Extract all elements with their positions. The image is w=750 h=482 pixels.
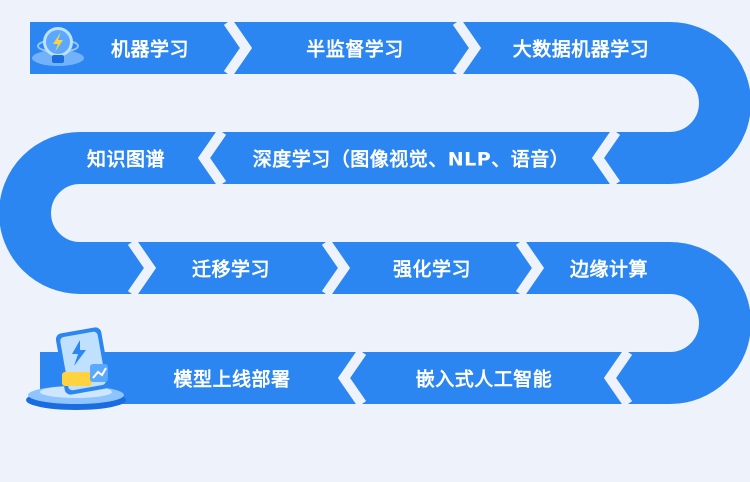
chevron-separator	[591, 129, 621, 187]
step-label-deep-learning: 深度学习（图像视觉、NLP、语音）	[252, 148, 570, 171]
step-label-edge-computing: 边缘计算	[569, 258, 649, 281]
chevron-separator	[197, 129, 227, 187]
step-label-transfer-learning: 迁移学习	[191, 258, 271, 281]
lightbulb-lightning-icon	[32, 27, 84, 66]
step-label-machine-learning: 机器学习	[110, 38, 190, 61]
step-label-knowledge-graph: 知识图谱	[86, 148, 166, 171]
chevron-separator	[321, 239, 351, 297]
step-label-semi-supervised: 半监督学习	[306, 38, 404, 61]
step-label-embedded-ai: 嵌入式人工智能	[415, 368, 553, 391]
step-label-reinforcement: 强化学习	[392, 258, 472, 281]
chevron-separator	[337, 349, 367, 407]
chevron-separator	[452, 19, 482, 77]
chevron-separator	[603, 349, 633, 407]
serpentine-road	[0, 22, 750, 404]
phone-chart-icon	[26, 327, 126, 410]
chevron-separator	[127, 239, 157, 297]
chevron-separator	[515, 239, 545, 297]
chevron-separator	[223, 19, 253, 77]
step-label-big-data-ml: 大数据机器学习	[512, 38, 650, 61]
step-label-model-deployment: 模型上线部署	[173, 368, 291, 391]
